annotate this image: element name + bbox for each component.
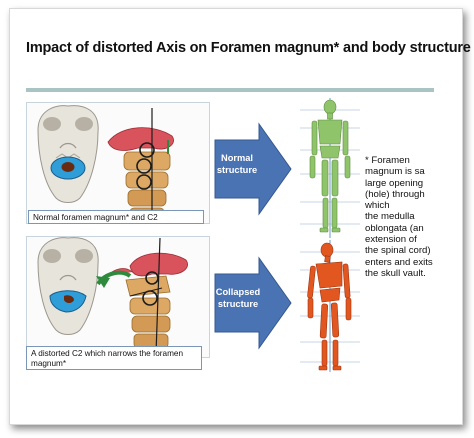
title-divider xyxy=(26,88,434,92)
footnote-line: the medulla xyxy=(365,211,415,223)
collapsed-skeleton-figure xyxy=(300,240,360,372)
distorted-c2-vertebra-icon xyxy=(107,237,188,355)
collapsed-anatomy-illustration xyxy=(37,237,188,355)
collapsed-caption: A distorted C2 which narrows the foramen… xyxy=(26,346,202,370)
c2-vertebra-icon xyxy=(107,108,174,221)
narrowed-foramen-magnum-icon xyxy=(49,290,87,313)
footnote-line: the spinal cord) xyxy=(365,245,431,257)
normal-anatomy-illustration xyxy=(37,105,174,221)
collapsed-arrow-label: Collapsed structure xyxy=(215,286,261,310)
foramen-magnum-icon xyxy=(50,156,86,180)
green-skeleton-icon xyxy=(309,99,351,233)
footnote-line: the skull vault. xyxy=(365,267,426,279)
footnote-line: magnum is sa xyxy=(365,166,425,178)
skull-base-icon xyxy=(37,237,99,335)
footnote-line: oblongata (an xyxy=(365,222,424,234)
footnote-line: large opening xyxy=(365,177,424,189)
collapsed-structure-arrow xyxy=(214,256,292,350)
footnote-line: (hole) through xyxy=(365,188,425,200)
footnote-line: enters and exits xyxy=(365,256,433,268)
collapsed-arrow-line2: structure xyxy=(217,299,259,309)
normal-structure-arrow xyxy=(214,122,292,216)
footnote-line: * Foramen xyxy=(365,155,410,166)
orange-skeleton-icon xyxy=(307,242,352,371)
footnote-line: which xyxy=(365,200,390,212)
figure-title: Impact of distorted Axis on Foramen magn… xyxy=(26,40,471,56)
normal-arrow-label: Normal structure xyxy=(215,152,259,176)
normal-skeleton-figure xyxy=(300,98,360,238)
rotation-arrow-icon xyxy=(96,270,132,288)
normal-arrow-line2: structure xyxy=(216,165,258,175)
foramen-magnum-footnote: * Foramen magnum is sa large opening (ho… xyxy=(365,155,461,279)
normal-arrow-line1: Normal xyxy=(220,153,254,163)
skull-base-icon xyxy=(37,105,99,203)
collapsed-arrow-line1: Collapsed xyxy=(215,287,261,297)
normal-caption: Normal foramen magnum* and C2 xyxy=(28,210,204,224)
footnote-line: extension of xyxy=(365,234,417,246)
